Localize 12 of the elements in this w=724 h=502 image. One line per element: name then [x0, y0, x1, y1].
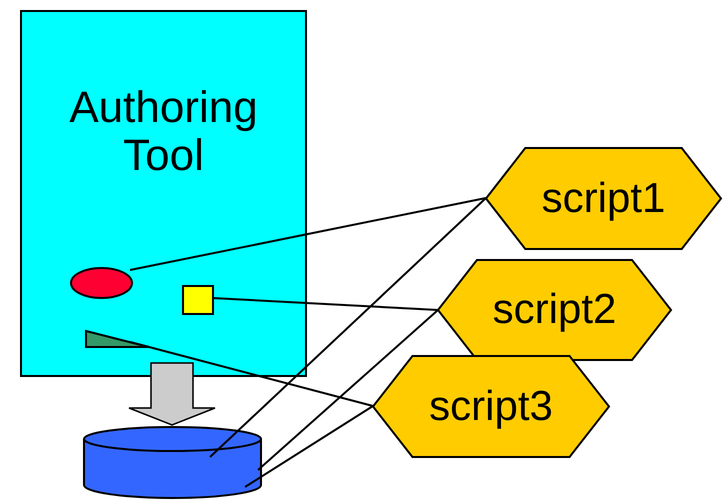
script-label: script1	[540, 174, 666, 221]
tool-panel	[20, 10, 307, 377]
tool-title: Authoring Tool	[68, 84, 259, 181]
script-label: script3	[428, 382, 554, 429]
connector-line	[244, 405, 374, 488]
connector-line	[257, 309, 439, 471]
block-arrow	[128, 362, 216, 426]
connector-line	[130, 341, 374, 407]
connector-line	[209, 197, 487, 458]
connector-line	[130, 197, 486, 271]
script-label: script2	[492, 286, 618, 332]
connector-line	[212, 297, 438, 311]
